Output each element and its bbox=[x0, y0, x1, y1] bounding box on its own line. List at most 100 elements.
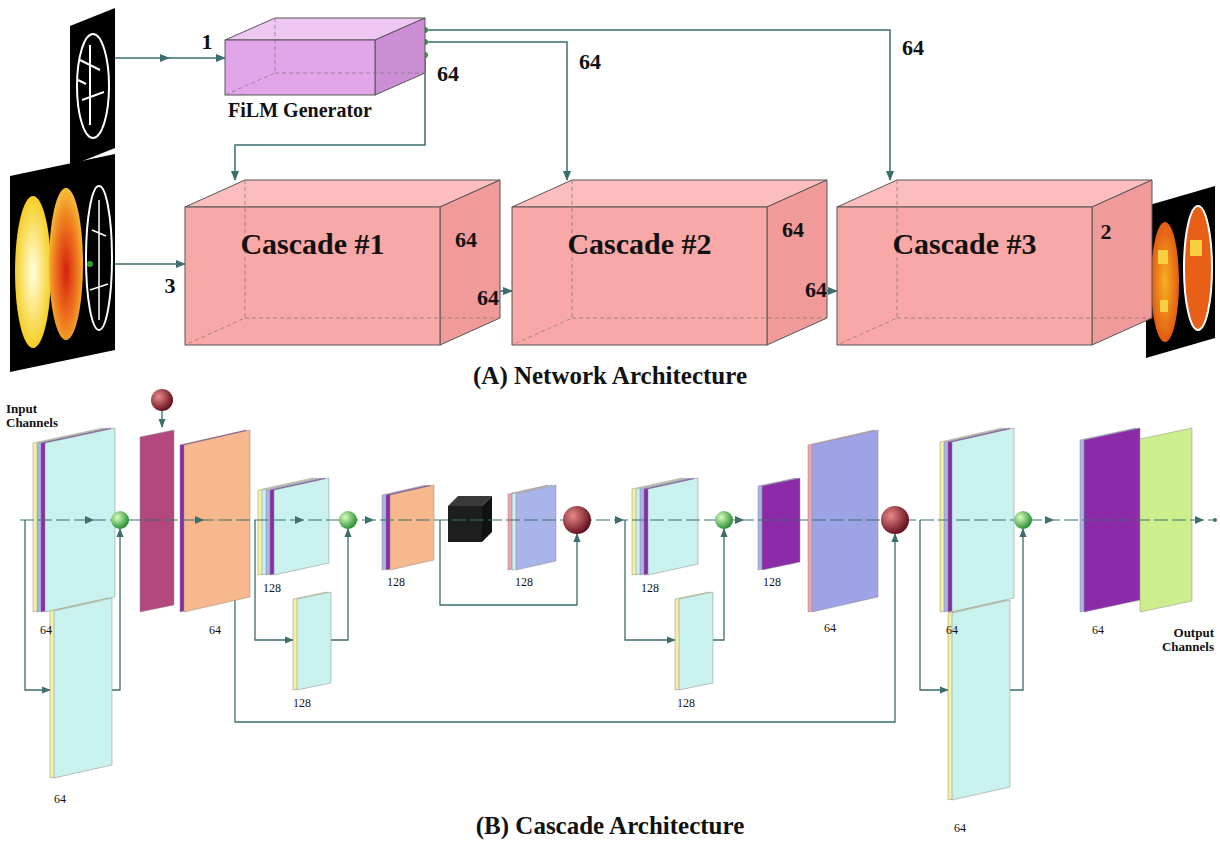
flow-arrow bbox=[735, 516, 744, 524]
film-input-image bbox=[70, 8, 115, 166]
image-field bbox=[15, 196, 51, 348]
channel-count: 128 bbox=[641, 581, 659, 596]
image-patch bbox=[1158, 240, 1202, 312]
hidden-edge bbox=[185, 180, 500, 345]
channel-count: 64 bbox=[1092, 623, 1104, 638]
feature-map-stack bbox=[382, 485, 434, 570]
box-side-face bbox=[440, 180, 500, 345]
channel-count: 128 bbox=[293, 696, 311, 711]
box-side-face bbox=[1092, 180, 1152, 345]
channel-count: 64 bbox=[455, 227, 477, 253]
channel-count: 128 bbox=[515, 575, 533, 590]
box-front-face bbox=[837, 207, 1092, 345]
cascade-input-image bbox=[10, 154, 115, 372]
channel-count: 2 bbox=[1101, 219, 1112, 245]
channel-label: Output Channels bbox=[1128, 626, 1214, 655]
channel-count: 64 bbox=[209, 623, 221, 638]
channel-count: 64 bbox=[902, 35, 924, 61]
channel-count: 64 bbox=[946, 623, 958, 638]
flow-arrow bbox=[365, 516, 374, 524]
channel-count: 64 bbox=[477, 285, 499, 311]
image-contour bbox=[90, 200, 108, 320]
hidden-edge bbox=[512, 180, 827, 345]
channel-count: 128 bbox=[763, 575, 781, 590]
cascade-box: Cascade #3 bbox=[837, 180, 1152, 345]
channel-count: 64 bbox=[54, 792, 66, 807]
feature-map-layer bbox=[274, 478, 329, 575]
output-image bbox=[1146, 186, 1215, 358]
image-frame bbox=[10, 154, 115, 372]
cube-face bbox=[448, 506, 482, 542]
feature-map-layer bbox=[679, 592, 713, 690]
add-junction bbox=[715, 511, 733, 529]
image-contour bbox=[78, 45, 104, 125]
add-junction bbox=[339, 511, 357, 529]
feature-map-layer bbox=[54, 598, 112, 778]
hidden-edge bbox=[225, 18, 425, 95]
add-junction bbox=[111, 511, 129, 529]
feature-map-stack bbox=[758, 478, 800, 570]
bottleneck-block bbox=[448, 496, 492, 542]
feature-map-stack bbox=[50, 598, 112, 778]
feature-map-layer bbox=[516, 485, 556, 570]
flow-arrow bbox=[1195, 516, 1204, 524]
flow-arrow bbox=[160, 54, 170, 62]
image-field bbox=[49, 188, 83, 340]
box-front-face bbox=[185, 207, 440, 345]
image-contour bbox=[77, 34, 109, 138]
film-wire bbox=[161, 411, 162, 427]
channel-count: 64 bbox=[824, 621, 836, 636]
feature-map-stack bbox=[508, 485, 556, 570]
channel-count: 1 bbox=[202, 29, 213, 55]
box-caption: FiLM Generator bbox=[195, 99, 405, 122]
channel-count: 64 bbox=[40, 623, 52, 638]
connector-group bbox=[422, 39, 567, 180]
channel-count: 128 bbox=[677, 696, 695, 711]
box-outline bbox=[185, 180, 500, 345]
add-junction bbox=[1014, 511, 1032, 529]
connector-group bbox=[422, 27, 890, 180]
image-field bbox=[1184, 206, 1212, 330]
channel-count: 128 bbox=[387, 575, 405, 590]
feature-map-layer bbox=[762, 478, 800, 570]
image-contour bbox=[86, 186, 112, 330]
feature-map-layer bbox=[812, 430, 878, 612]
flow-arrow bbox=[195, 516, 204, 524]
channel-count: 64 bbox=[437, 61, 459, 87]
channel-count: 64 bbox=[782, 217, 804, 243]
channel-count: 64 bbox=[579, 49, 601, 75]
connector bbox=[425, 42, 567, 180]
panel-caption: (A) Network Architecture bbox=[473, 362, 747, 390]
merge-junction bbox=[151, 389, 173, 411]
channel-count: 64 bbox=[805, 277, 827, 303]
input-wire bbox=[115, 263, 185, 265]
skip-connection bbox=[331, 529, 348, 640]
cube-face bbox=[482, 496, 492, 542]
feature-map-layer bbox=[390, 485, 434, 570]
flow-arrow bbox=[1045, 516, 1054, 524]
feature-map-layer bbox=[952, 600, 1010, 800]
box-side-face bbox=[767, 180, 827, 345]
box-title: Cascade #1 bbox=[185, 227, 440, 261]
box-outline bbox=[512, 180, 827, 345]
skip-connection bbox=[713, 529, 724, 640]
merge-junction bbox=[881, 506, 909, 534]
flow-arrow bbox=[85, 516, 94, 524]
feature-map-layer bbox=[140, 430, 174, 612]
feature-map-layer bbox=[297, 592, 331, 690]
cascade-architecture bbox=[20, 389, 1217, 800]
feature-map-layer bbox=[648, 478, 698, 575]
image-frame bbox=[70, 8, 115, 166]
feature-map-stack bbox=[293, 592, 331, 690]
feature-map-stack bbox=[180, 430, 250, 612]
box-title: Cascade #2 bbox=[512, 227, 767, 261]
junction-dot bbox=[87, 261, 93, 267]
channel-count: 3 bbox=[165, 273, 176, 299]
channel-label: Input Channels bbox=[6, 402, 78, 431]
feature-map-stack bbox=[258, 478, 329, 575]
feature-map-stack bbox=[632, 478, 698, 575]
channel-count: 64 bbox=[954, 821, 966, 836]
